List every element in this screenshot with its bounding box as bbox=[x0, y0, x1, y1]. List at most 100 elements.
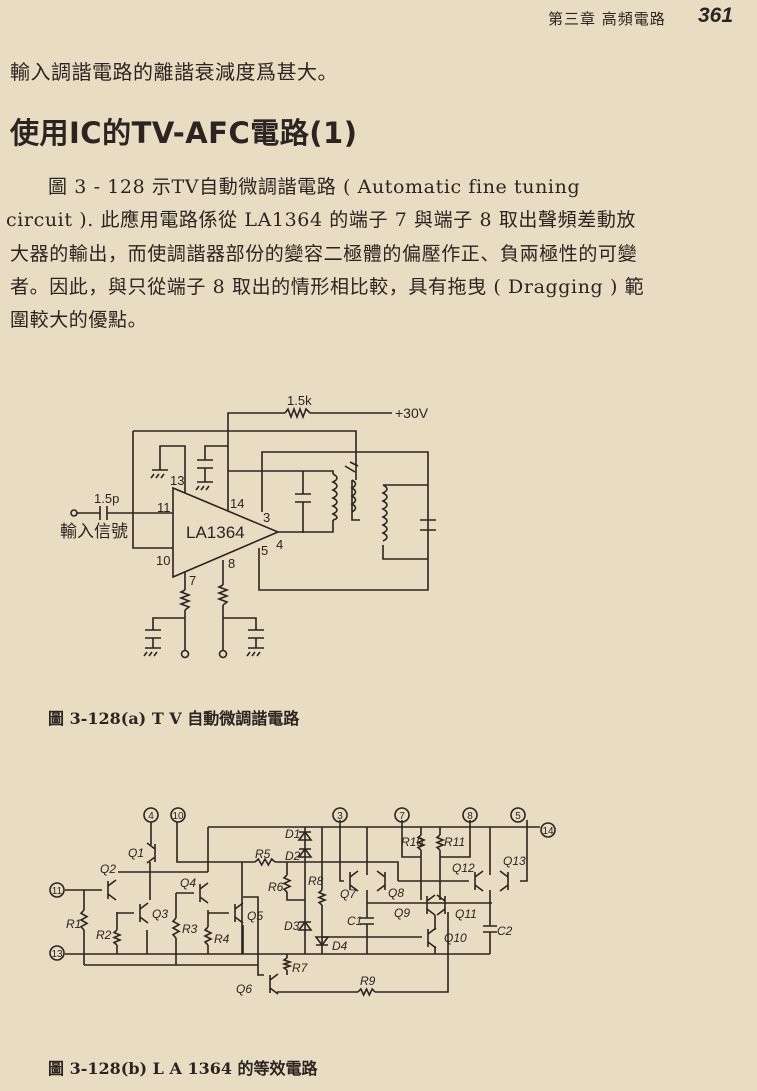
component-label: Q5 bbox=[247, 909, 263, 923]
pin-circle bbox=[540, 822, 556, 838]
ground-symbols bbox=[143, 469, 264, 657]
input-terminal bbox=[70, 509, 78, 517]
pin-13: 13 bbox=[170, 473, 184, 488]
resistor-1.5k bbox=[284, 406, 311, 420]
input-label: 輸入信號 bbox=[60, 522, 128, 541]
paragraph-line: circuit ). 此應用電路係從 LA1364 的端子 7 與端子 8 取出… bbox=[6, 209, 637, 231]
intro-line: 輸入調諧電路的離諧衰減度爲甚大。 bbox=[10, 60, 338, 84]
pin-circle bbox=[170, 807, 186, 823]
component-label: R2 bbox=[96, 928, 112, 942]
component-label: R11 bbox=[444, 835, 465, 849]
component-label: Q8 bbox=[388, 886, 404, 900]
pin-circle bbox=[49, 882, 65, 898]
pin-number: 4 bbox=[148, 811, 154, 822]
transistor-q9 bbox=[426, 894, 436, 916]
section-title: 使用IC的TV-AFC電路(1) bbox=[10, 116, 358, 150]
figure-b-caption: 圖 3-128(b) L A 1364 的等效電路 bbox=[48, 1059, 319, 1078]
component-label: Q10 bbox=[444, 931, 467, 945]
component-label: R10 bbox=[401, 835, 423, 849]
wires-a bbox=[77, 412, 429, 650]
diodes-b bbox=[297, 830, 330, 947]
transistor-q7 bbox=[349, 870, 359, 892]
pin-8: 8 bbox=[228, 556, 235, 571]
tuning-arrow bbox=[344, 461, 359, 473]
component-label: Q6 bbox=[236, 982, 252, 996]
component-label: Q12 bbox=[452, 861, 475, 875]
resistor-r6 bbox=[282, 874, 292, 893]
pin-circle bbox=[332, 807, 348, 823]
capacitor-plates bbox=[99, 459, 436, 639]
transistor-q10 bbox=[427, 927, 437, 949]
terminal-pin7 bbox=[180, 649, 190, 659]
pin-number: 5 bbox=[515, 811, 521, 822]
resistor-r5 bbox=[254, 857, 276, 867]
ic-label: LA1364 bbox=[186, 523, 245, 542]
component-label: Q3 bbox=[152, 907, 168, 921]
paragraph-line: 大器的輸出，而使調諧器部份的變容二極體的偏壓作正、負兩極性的可變 bbox=[10, 243, 638, 265]
component-label: R8 bbox=[308, 874, 324, 888]
component-label: Q2 bbox=[100, 862, 116, 876]
transistor-q13 bbox=[499, 870, 509, 892]
resistor-r1 bbox=[79, 909, 89, 931]
pin-14: 14 bbox=[230, 496, 244, 511]
component-label: D4 bbox=[332, 939, 348, 953]
component-label: Q11 bbox=[455, 907, 477, 921]
pin-circle bbox=[143, 807, 159, 823]
wires-b bbox=[65, 820, 540, 993]
paragraph-line: 圍較大的優點。 bbox=[10, 309, 148, 331]
pin-11: 11 bbox=[157, 500, 171, 515]
transistor-q8 bbox=[376, 870, 386, 892]
component-label: D1 bbox=[285, 827, 300, 841]
pin-10: 10 bbox=[156, 553, 170, 568]
figure-a-caption: 圖 3-128(a) T V 自動微調諧電路 bbox=[48, 709, 300, 728]
transistor-q2 bbox=[107, 879, 117, 901]
pin-number: 11 bbox=[52, 886, 63, 897]
pin-4: 4 bbox=[276, 537, 283, 552]
component-label: D2 bbox=[285, 849, 301, 863]
pin-5: 5 bbox=[261, 543, 268, 558]
pin-circle bbox=[394, 807, 410, 823]
transistor-q1 bbox=[146, 842, 156, 864]
component-label: C1 bbox=[347, 914, 362, 928]
resistor-pin8 bbox=[216, 584, 230, 606]
resistor-r9 bbox=[357, 987, 376, 997]
transistor-q11 bbox=[436, 894, 446, 916]
ic-triangle bbox=[172, 486, 281, 579]
resistor-r8 bbox=[316, 889, 328, 906]
transistor-q5 bbox=[234, 902, 244, 924]
component-label: C2 bbox=[497, 924, 513, 938]
resistor-r2 bbox=[111, 929, 123, 946]
component-label: R7 bbox=[292, 961, 309, 975]
transistor-q6 bbox=[269, 973, 279, 995]
input-cap-value: 1.5p bbox=[94, 491, 119, 506]
component-label: Q1 bbox=[128, 846, 144, 860]
pin-circle bbox=[49, 945, 65, 961]
component-label: R5 bbox=[255, 847, 271, 861]
paragraph-line: 者。因此，與只從端子 8 取出的情形相比較，具有拖曳 ( Dragging ) … bbox=[10, 276, 645, 298]
transistor-q3 bbox=[139, 902, 149, 924]
pin-number: 10 bbox=[172, 811, 184, 822]
page-number: 361 bbox=[698, 4, 734, 27]
pin-number: 14 bbox=[542, 826, 554, 837]
capacitors-b bbox=[360, 917, 497, 933]
coil-inductors bbox=[331, 473, 388, 542]
component-label: R6 bbox=[268, 880, 284, 894]
component-label: R9 bbox=[360, 974, 376, 988]
component-label: R3 bbox=[182, 922, 198, 936]
terminal-pin8 bbox=[218, 649, 228, 659]
paragraph-line: 圖 3 - 128 示TV自動微調諧電路 ( Automatic fine tu… bbox=[48, 176, 581, 198]
pin-number: 3 bbox=[337, 811, 343, 822]
pin-circle bbox=[510, 807, 526, 823]
pin-7: 7 bbox=[189, 573, 196, 588]
component-label: R1 bbox=[66, 917, 81, 931]
pin-circle bbox=[462, 807, 478, 823]
pin-number: 7 bbox=[399, 811, 405, 822]
resistor-r7 bbox=[281, 957, 293, 971]
component-label: Q4 bbox=[180, 876, 196, 890]
resistor-value: 1.5k bbox=[287, 393, 312, 408]
resistor-pin7 bbox=[178, 589, 192, 611]
transistor-q4 bbox=[199, 882, 209, 904]
transistor-q12 bbox=[474, 870, 484, 892]
